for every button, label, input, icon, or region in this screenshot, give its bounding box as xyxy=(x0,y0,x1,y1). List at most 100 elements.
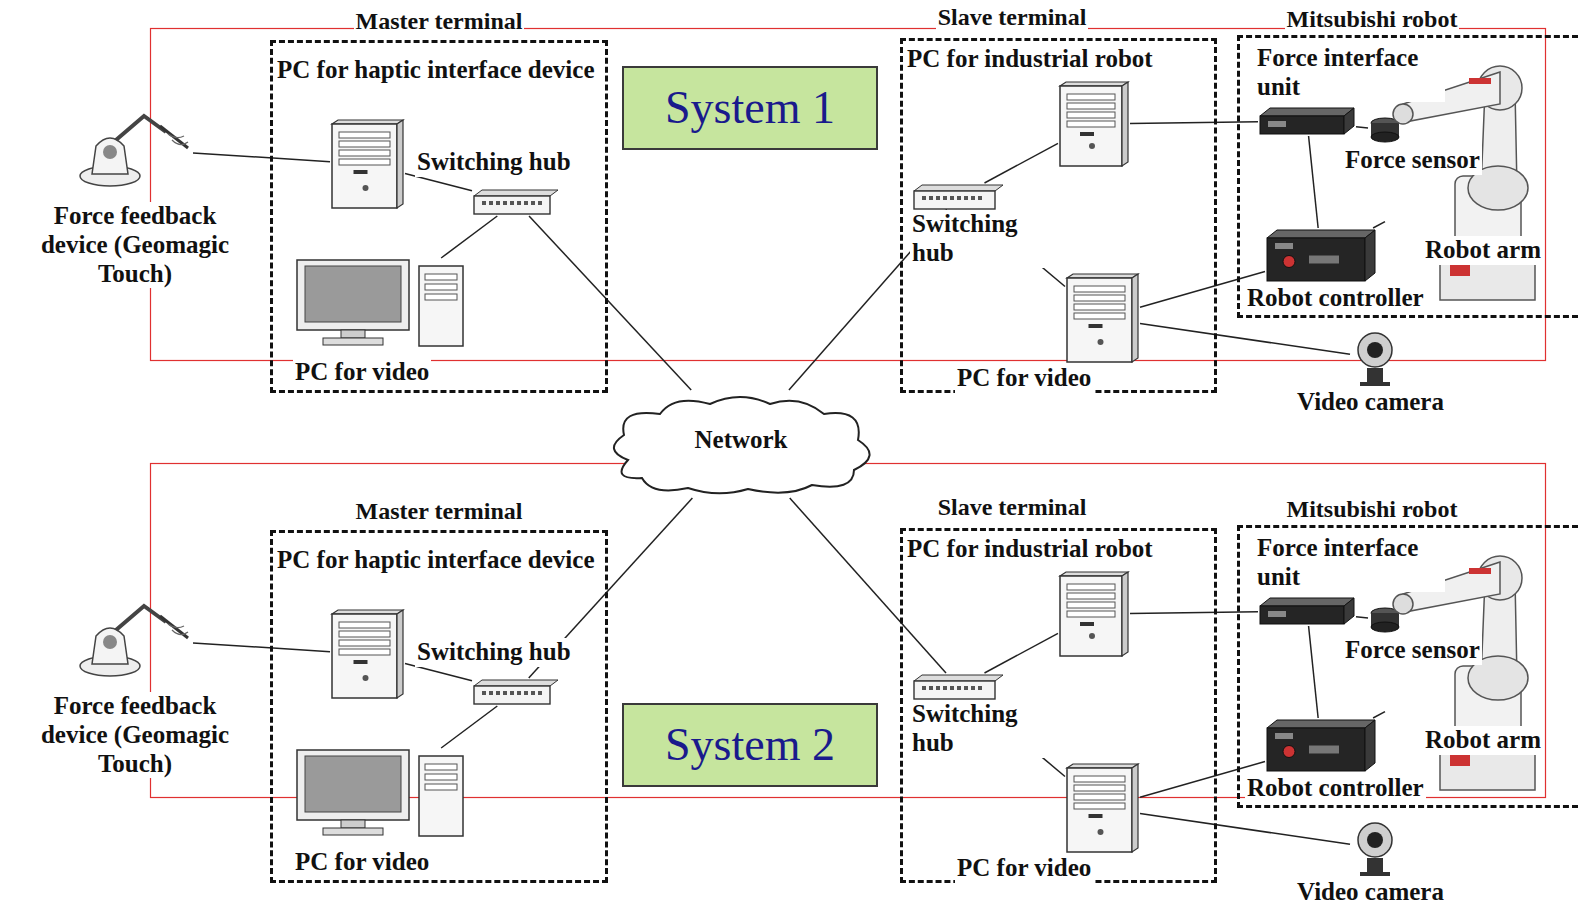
computer-icon xyxy=(1065,272,1140,364)
switching-hub-icon xyxy=(472,188,560,216)
video-camera: Video camera xyxy=(1350,820,1400,876)
connector xyxy=(1356,127,1368,128)
part-label: Force sensor xyxy=(1343,636,1482,665)
part-label: PC for video xyxy=(293,848,431,877)
part-label: Force feedback device (Geomagic Touch) xyxy=(18,692,253,778)
computer-icon xyxy=(1065,762,1140,854)
part-label: Network xyxy=(692,426,789,455)
video-camera-icon xyxy=(1350,820,1400,876)
haptic-device: Force feedback device (Geomagic Touch) xyxy=(68,110,193,188)
robot-controller: Robot controller xyxy=(1265,718,1377,773)
interface-unit: Force interface unit xyxy=(1258,106,1356,136)
computer: PC for haptic interface device xyxy=(330,608,405,700)
part-label: Switching hub xyxy=(415,638,573,667)
system-label: System 2 xyxy=(663,720,837,771)
part-label: PC for industrial robot xyxy=(905,45,1155,74)
computer-icon xyxy=(330,608,405,700)
part-label: Robot controller xyxy=(1245,774,1426,803)
group-heading: Slave terminal xyxy=(936,494,1089,522)
computer-icon xyxy=(1058,80,1130,168)
part-label: PC for video xyxy=(955,854,1093,883)
part-label: Video camera xyxy=(1295,388,1446,417)
system-frame xyxy=(151,464,1546,798)
part-label: Switching hub xyxy=(910,700,1050,758)
terminal-group: Master terminalPC for haptic interface d… xyxy=(270,40,608,393)
part-label: Force interface unit xyxy=(1255,44,1445,102)
switching-hub: Switching hub xyxy=(472,678,560,706)
part-label: PC for haptic interface device xyxy=(275,56,605,85)
computer: PC for haptic interface device xyxy=(330,118,405,210)
part-label: PC for video xyxy=(293,358,431,387)
part-label: Video camera xyxy=(1295,878,1446,907)
video-computer: PC for video xyxy=(295,748,467,838)
network-cloud: Network xyxy=(598,390,885,498)
part-label: Switching hub xyxy=(910,210,1050,268)
system-tag: System 1 xyxy=(622,66,878,150)
video-camera: Video camera xyxy=(1350,330,1400,386)
group-heading: Master terminal xyxy=(354,8,525,36)
connector xyxy=(984,633,1058,673)
video-computer-icon xyxy=(295,258,467,348)
robot-controller: Robot controller xyxy=(1265,228,1377,283)
terminal-group: Slave terminalPC for industrial robotSwi… xyxy=(900,528,1217,883)
terminal-group: Master terminalPC for haptic interface d… xyxy=(270,530,608,883)
switching-hub: Switching hub xyxy=(912,183,1005,211)
group-heading: Mitsubishi robot xyxy=(1285,6,1460,34)
interface-unit-icon xyxy=(1258,106,1356,136)
robot-controller-icon xyxy=(1265,718,1377,773)
part-label: Robot controller xyxy=(1245,284,1426,313)
group-heading: Master terminal xyxy=(354,498,525,526)
haptic-device: Force feedback device (Geomagic Touch) xyxy=(68,600,193,678)
part-label: Robot arm xyxy=(1423,236,1543,265)
connector xyxy=(1140,324,1350,355)
connector xyxy=(529,216,691,390)
terminal-group: Slave terminalPC for industrial robotSwi… xyxy=(900,38,1217,393)
interface-unit: Force interface unit xyxy=(1258,596,1356,626)
video-computer-icon xyxy=(295,748,467,838)
connector xyxy=(1356,617,1368,618)
part-label: PC for video xyxy=(955,364,1093,393)
part-label: PC for haptic interface device xyxy=(275,546,605,575)
connector xyxy=(193,153,330,162)
connector xyxy=(1373,222,1385,228)
system-frame xyxy=(151,29,1546,361)
robot-controller-icon xyxy=(1265,228,1377,283)
haptic-device-icon xyxy=(68,110,193,188)
connector xyxy=(1373,712,1385,718)
switching-hub-icon xyxy=(472,678,560,706)
computer: PC for industrial robot xyxy=(1058,80,1130,168)
switching-hub-icon xyxy=(912,183,1005,211)
connector xyxy=(193,643,330,652)
robot-group: Mitsubishi robotForce interface unitForc… xyxy=(1237,525,1578,808)
haptic-device-icon xyxy=(68,600,193,678)
system-tag: System 2 xyxy=(622,703,878,787)
connector xyxy=(441,706,497,748)
connector xyxy=(1140,814,1350,845)
connector xyxy=(1309,136,1319,228)
computer-icon xyxy=(330,118,405,210)
part-label: Switching hub xyxy=(415,148,573,177)
part-label: Force sensor xyxy=(1343,146,1482,175)
connector xyxy=(984,143,1058,183)
video-computer: PC for video xyxy=(295,258,467,348)
connector xyxy=(441,216,497,258)
part-label: Robot arm xyxy=(1423,726,1543,755)
part-label: Force interface unit xyxy=(1255,534,1445,592)
computer: PC for industrial robot xyxy=(1058,570,1130,658)
switching-hub: Switching hub xyxy=(912,673,1005,701)
connector xyxy=(790,498,946,673)
part-label: PC for industrial robot xyxy=(905,535,1155,564)
connector xyxy=(1309,626,1319,718)
video-camera-icon xyxy=(1350,330,1400,386)
part-label: Force feedback device (Geomagic Touch) xyxy=(18,202,253,288)
interface-unit-icon xyxy=(1258,596,1356,626)
switching-hub: Switching hub xyxy=(472,188,560,216)
robot-group: Mitsubishi robotForce interface unitForc… xyxy=(1237,35,1578,318)
computer: PC for video xyxy=(1065,272,1140,364)
group-heading: Mitsubishi robot xyxy=(1285,496,1460,524)
switching-hub-icon xyxy=(912,673,1005,701)
group-heading: Slave terminal xyxy=(936,4,1089,32)
system-label: System 1 xyxy=(663,83,837,134)
computer-icon xyxy=(1058,570,1130,658)
computer: PC for video xyxy=(1065,762,1140,854)
